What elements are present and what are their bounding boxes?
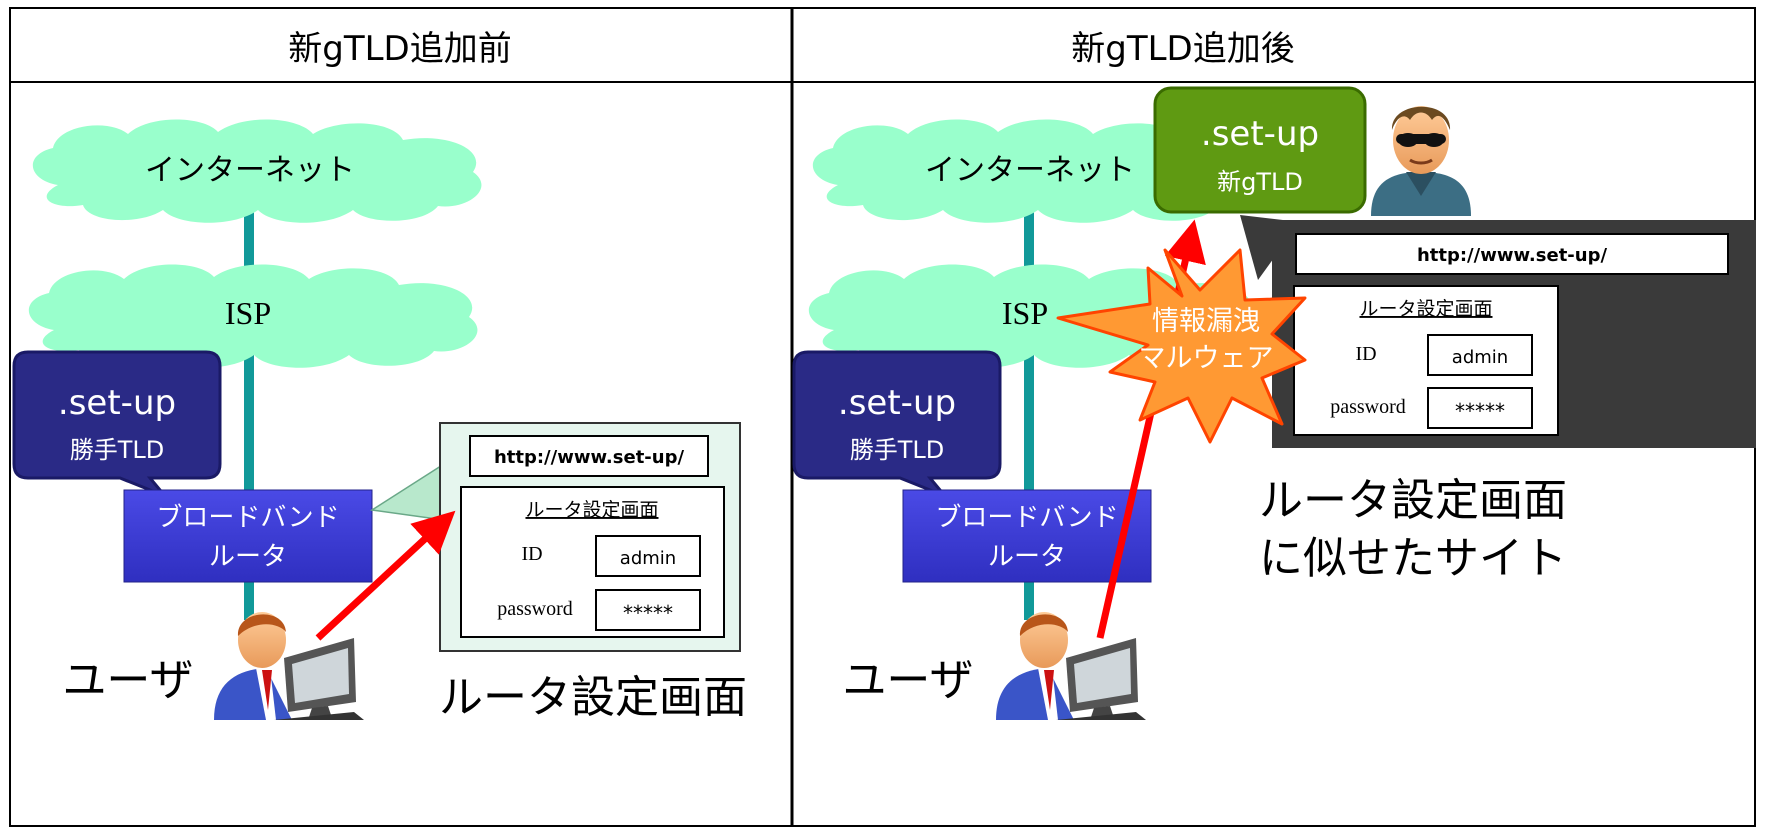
isp-label: ISP xyxy=(1002,295,1048,331)
isp-label: ISP xyxy=(225,295,271,331)
fake-site-caption-2: に似せたサイト xyxy=(1259,533,1567,584)
network-line xyxy=(244,180,254,620)
local-tld-callout: .set-up 勝手TLD xyxy=(792,350,1002,498)
network-line xyxy=(1024,180,1034,620)
callout-domain: .set-up xyxy=(838,383,956,423)
screen-url: http://www.set-up/ xyxy=(494,447,685,468)
fake-password-label: password xyxy=(1330,396,1406,418)
access-arrow xyxy=(315,510,456,641)
new-gtld-box: .set-up 新gTLD xyxy=(1153,86,1367,214)
broadband-router: ブロードバンド ルータ xyxy=(123,489,373,583)
internet-label: インターネット xyxy=(145,153,355,188)
password-value: ***** xyxy=(623,601,673,625)
callout-desc: 勝手TLD xyxy=(70,436,165,464)
left-panel-header: 新gTLD追加前 xyxy=(288,29,511,69)
password-label: password xyxy=(497,598,573,620)
left-panel: 新gTLD追加前 インターネット ISP .set-up 勝手TLD ブロードバ… xyxy=(12,29,747,723)
user-label: ユーザ xyxy=(62,655,193,706)
fake-password-value: ***** xyxy=(1455,399,1505,423)
new-gtld-desc: 新gTLD xyxy=(1217,168,1303,196)
fake-screen-title: ルータ設定画面 xyxy=(1359,298,1492,320)
router-label-2: ルータ xyxy=(988,542,1066,572)
id-field[interactable] xyxy=(595,535,701,577)
fake-screen-url: http://www.set-up/ xyxy=(1417,245,1608,266)
router-settings-screen: http://www.set-up/ ルータ設定画面 ID admin pass… xyxy=(439,422,741,652)
fake-password-field[interactable] xyxy=(1427,387,1533,429)
router-label-2: ルータ xyxy=(209,542,287,572)
internet-label: インターネット xyxy=(925,153,1135,188)
callout-desc: 勝手TLD xyxy=(850,436,945,464)
new-gtld-domain: .set-up xyxy=(1201,114,1319,154)
fake-id-label: ID xyxy=(1355,343,1376,365)
password-field[interactable] xyxy=(595,589,701,631)
broadband-router: ブロードバンド ルータ xyxy=(902,489,1152,583)
callout-domain: .set-up xyxy=(58,383,176,423)
right-panel: 新gTLD追加後 インターネット ISP .set-up 勝手TLD ブロードバ… xyxy=(792,29,1756,720)
router-label-1: ブロードバンド xyxy=(935,503,1118,533)
burst-text-2: マルウェア xyxy=(1139,343,1274,374)
local-tld-callout: .set-up 勝手TLD xyxy=(12,350,222,498)
user-label: ユーザ xyxy=(842,655,973,706)
fake-id-field[interactable] xyxy=(1427,334,1533,376)
malware-burst: 情報漏洩 マルウェア xyxy=(1056,248,1307,444)
router-label-1: ブロードバンド xyxy=(156,503,339,533)
burst-text-1: 情報漏洩 xyxy=(1152,306,1260,337)
screen-caption: ルータ設定画面 xyxy=(439,672,747,723)
id-label: ID xyxy=(521,543,542,565)
right-panel-header: 新gTLD追加後 xyxy=(1071,29,1294,69)
id-value: admin xyxy=(620,548,676,569)
fake-site-caption-1: ルータ設定画面 xyxy=(1259,475,1567,526)
fake-id-value: admin xyxy=(1452,347,1508,368)
screen-title: ルータ設定画面 xyxy=(525,499,658,521)
fake-router-site: http://www.set-up/ ルータ設定画面 ID admin pass… xyxy=(1240,215,1756,448)
